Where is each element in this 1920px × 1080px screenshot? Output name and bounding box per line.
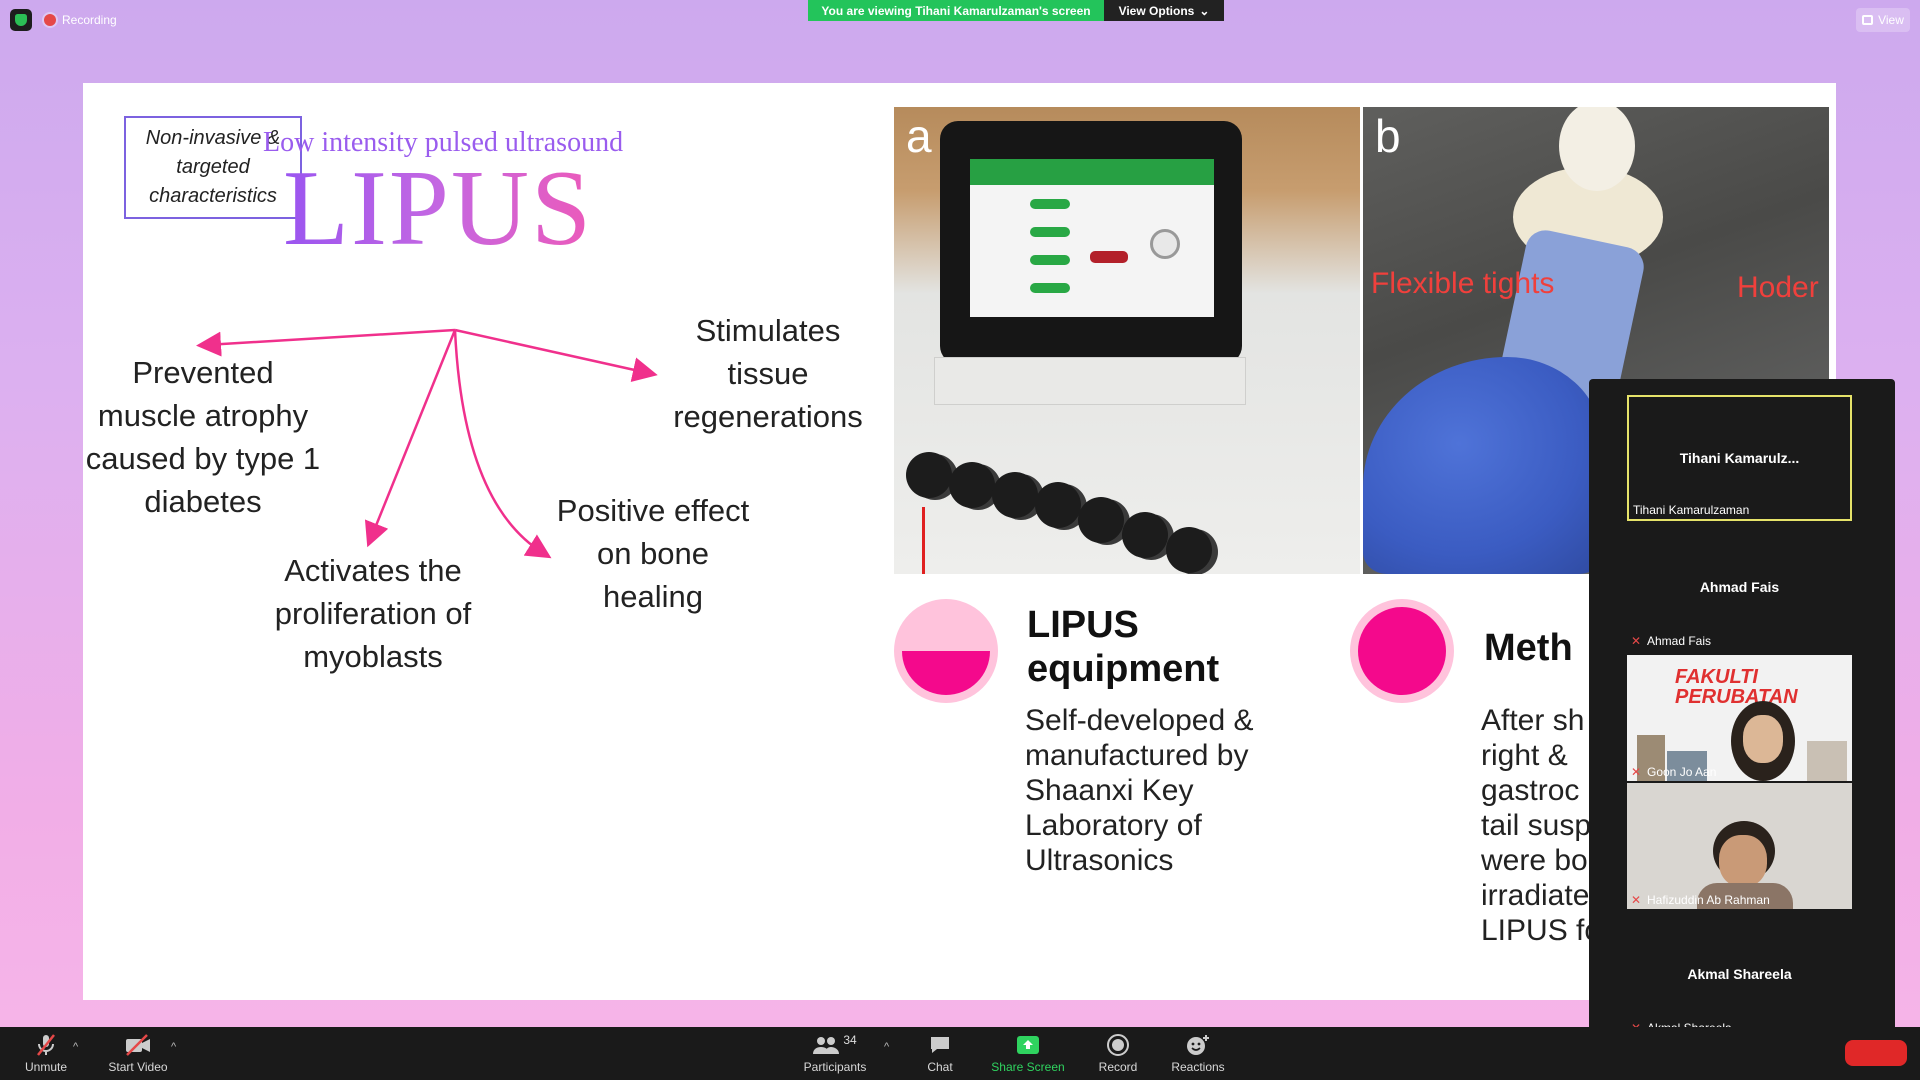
- equipment-heading: LIPUS equipment: [1027, 604, 1220, 690]
- characteristics-badge: Non-invasive & targeted characteristics: [124, 116, 302, 219]
- mic-muted-icon: ✕: [1631, 893, 1642, 907]
- photo-b-annotation-tights: Flexible tights: [1371, 267, 1555, 300]
- smiley-plus-icon: [1186, 1033, 1210, 1057]
- participant-tile-hafizuddin[interactable]: ✕ Hafizuddin Ab Rahman: [1627, 783, 1852, 909]
- mindmap-bottom-right-text: Positive effect on bone healing: [556, 493, 750, 614]
- audio-options-caret[interactable]: ^: [73, 1041, 79, 1053]
- participants-label: Participants: [803, 1060, 867, 1074]
- end-meeting-button[interactable]: [1845, 1040, 1907, 1066]
- background-banner-text: FAKULTI PERUBATAN: [1675, 666, 1798, 708]
- participant-video-panel[interactable]: Tihani Kamarulz... Tihani Kamarulzaman A…: [1589, 379, 1895, 1055]
- mic-muted-icon: ✕: [1631, 634, 1642, 648]
- participants-button[interactable]: 34 Participants: [800, 1027, 870, 1080]
- share-screen-button[interactable]: Share Screen: [990, 1027, 1066, 1080]
- start-video-button[interactable]: Start Video: [104, 1027, 172, 1080]
- arrow-to-right: [454, 328, 658, 382]
- share-screen-icon: [1016, 1033, 1040, 1057]
- chevron-down-icon: ⌄: [1199, 3, 1210, 18]
- device-base: [934, 357, 1246, 405]
- arrow-to-bottom-right: [453, 329, 552, 559]
- slide-title: LIPUS: [283, 149, 594, 268]
- unmute-label: Unmute: [24, 1060, 68, 1074]
- grid-view-icon: [1862, 15, 1874, 25]
- equipment-description: Self-developed & manufactured by Shaanxi…: [1025, 704, 1254, 877]
- mindmap-bottom-left-text: Activates the proliferation of myoblasts: [274, 553, 472, 674]
- chat-label: Chat: [927, 1060, 953, 1074]
- participant-name: Ahmad Fais: [1699, 579, 1780, 595]
- mouse-head: [1559, 107, 1635, 191]
- chat-button[interactable]: Chat: [916, 1027, 964, 1080]
- viewing-screen-banner: You are viewing Tihani Kamarulzaman's sc…: [808, 0, 1104, 21]
- participants-count: 34: [843, 1033, 857, 1047]
- participant-tile-ahmad[interactable]: Ahmad Fais ✕ Ahmad Fais: [1627, 524, 1852, 650]
- participant-label: ✕ Hafizuddin Ab Rahman: [1631, 893, 1770, 907]
- view-options-label: View Options: [1118, 3, 1195, 18]
- gloved-hand: [1363, 357, 1603, 574]
- start-video-label: Start Video: [108, 1060, 168, 1074]
- method-description: After sh right & gastroc tail susp were …: [1481, 704, 1602, 947]
- participant-label: ✕ Ahmad Fais: [1631, 634, 1712, 648]
- method-heading: Meth: [1484, 627, 1573, 669]
- recording-label: Recording: [62, 13, 117, 27]
- arrow-to-bottom-left: [364, 329, 457, 548]
- video-options-caret[interactable]: ^: [171, 1041, 177, 1053]
- participant-label: Tihani Kamarulzaman: [1633, 503, 1750, 517]
- mindmap-left-text: Prevented muscle atrophy caused by type …: [85, 355, 321, 519]
- record-label: Record: [1098, 1060, 1138, 1074]
- participant-tile-tihani[interactable]: Tihani Kamarulz... Tihani Kamarulzaman: [1627, 395, 1852, 521]
- shared-screen-slide: Non-invasive & targeted characteristics …: [83, 83, 1836, 1000]
- recording-dot-icon: [44, 14, 56, 26]
- view-layout-button[interactable]: View: [1856, 8, 1910, 32]
- participant-name: Akmal Shareela: [1687, 966, 1792, 982]
- photo-a-label: a: [906, 110, 932, 162]
- method-circle-icon: [1350, 599, 1454, 703]
- arrow-to-left: [196, 328, 456, 357]
- view-label: View: [1878, 13, 1904, 27]
- photo-a-device: a: [894, 107, 1360, 574]
- record-button[interactable]: Record: [1092, 1027, 1144, 1080]
- tablet-screen: [970, 159, 1214, 317]
- microphone-muted-icon: [34, 1033, 58, 1057]
- participants-icon: 34: [813, 1033, 857, 1057]
- share-screen-label: Share Screen: [991, 1060, 1065, 1074]
- participants-options-caret[interactable]: ^: [884, 1041, 890, 1053]
- slide-subtitle: Low intensity pulsed ultrasound: [263, 127, 624, 158]
- photo-b-annotation-holder: Hoder: [1737, 271, 1819, 304]
- mic-muted-icon: ✕: [1631, 765, 1642, 779]
- record-icon: [1107, 1033, 1129, 1057]
- camera-off-icon: [125, 1033, 151, 1057]
- participant-name: Tihani Kamarulz...: [1679, 450, 1800, 466]
- photo-b-label: b: [1375, 110, 1401, 162]
- mindmap-right-text: Stimulates tissue regenerations: [673, 313, 863, 434]
- chat-bubble-icon: [929, 1033, 951, 1057]
- participant-tile-akmal[interactable]: Akmal Shareela ✕ Akmal Shareela: [1627, 911, 1852, 1037]
- view-options-button[interactable]: View Options ⌄: [1104, 0, 1224, 21]
- security-shield-icon[interactable]: [10, 9, 32, 31]
- equipment-photos: a Flexible tights Hoder b: [894, 107, 1829, 574]
- reactions-label: Reactions: [1171, 1060, 1225, 1074]
- recording-indicator[interactable]: Recording: [44, 10, 117, 30]
- mindmap-arrows: [196, 328, 658, 559]
- participant-label: ✕ Goon Jo Aan: [1631, 765, 1717, 779]
- reactions-button[interactable]: Reactions: [1166, 1027, 1230, 1080]
- meeting-toolbar: Unmute ^ Start Video ^ 34 Participants ^…: [0, 1027, 1920, 1080]
- unmute-button[interactable]: Unmute: [14, 1027, 78, 1080]
- participant-tile-goon[interactable]: FAKULTI PERUBATAN ✕ Goon Jo Aan: [1627, 655, 1852, 781]
- equipment-half-circle-icon: [894, 599, 998, 703]
